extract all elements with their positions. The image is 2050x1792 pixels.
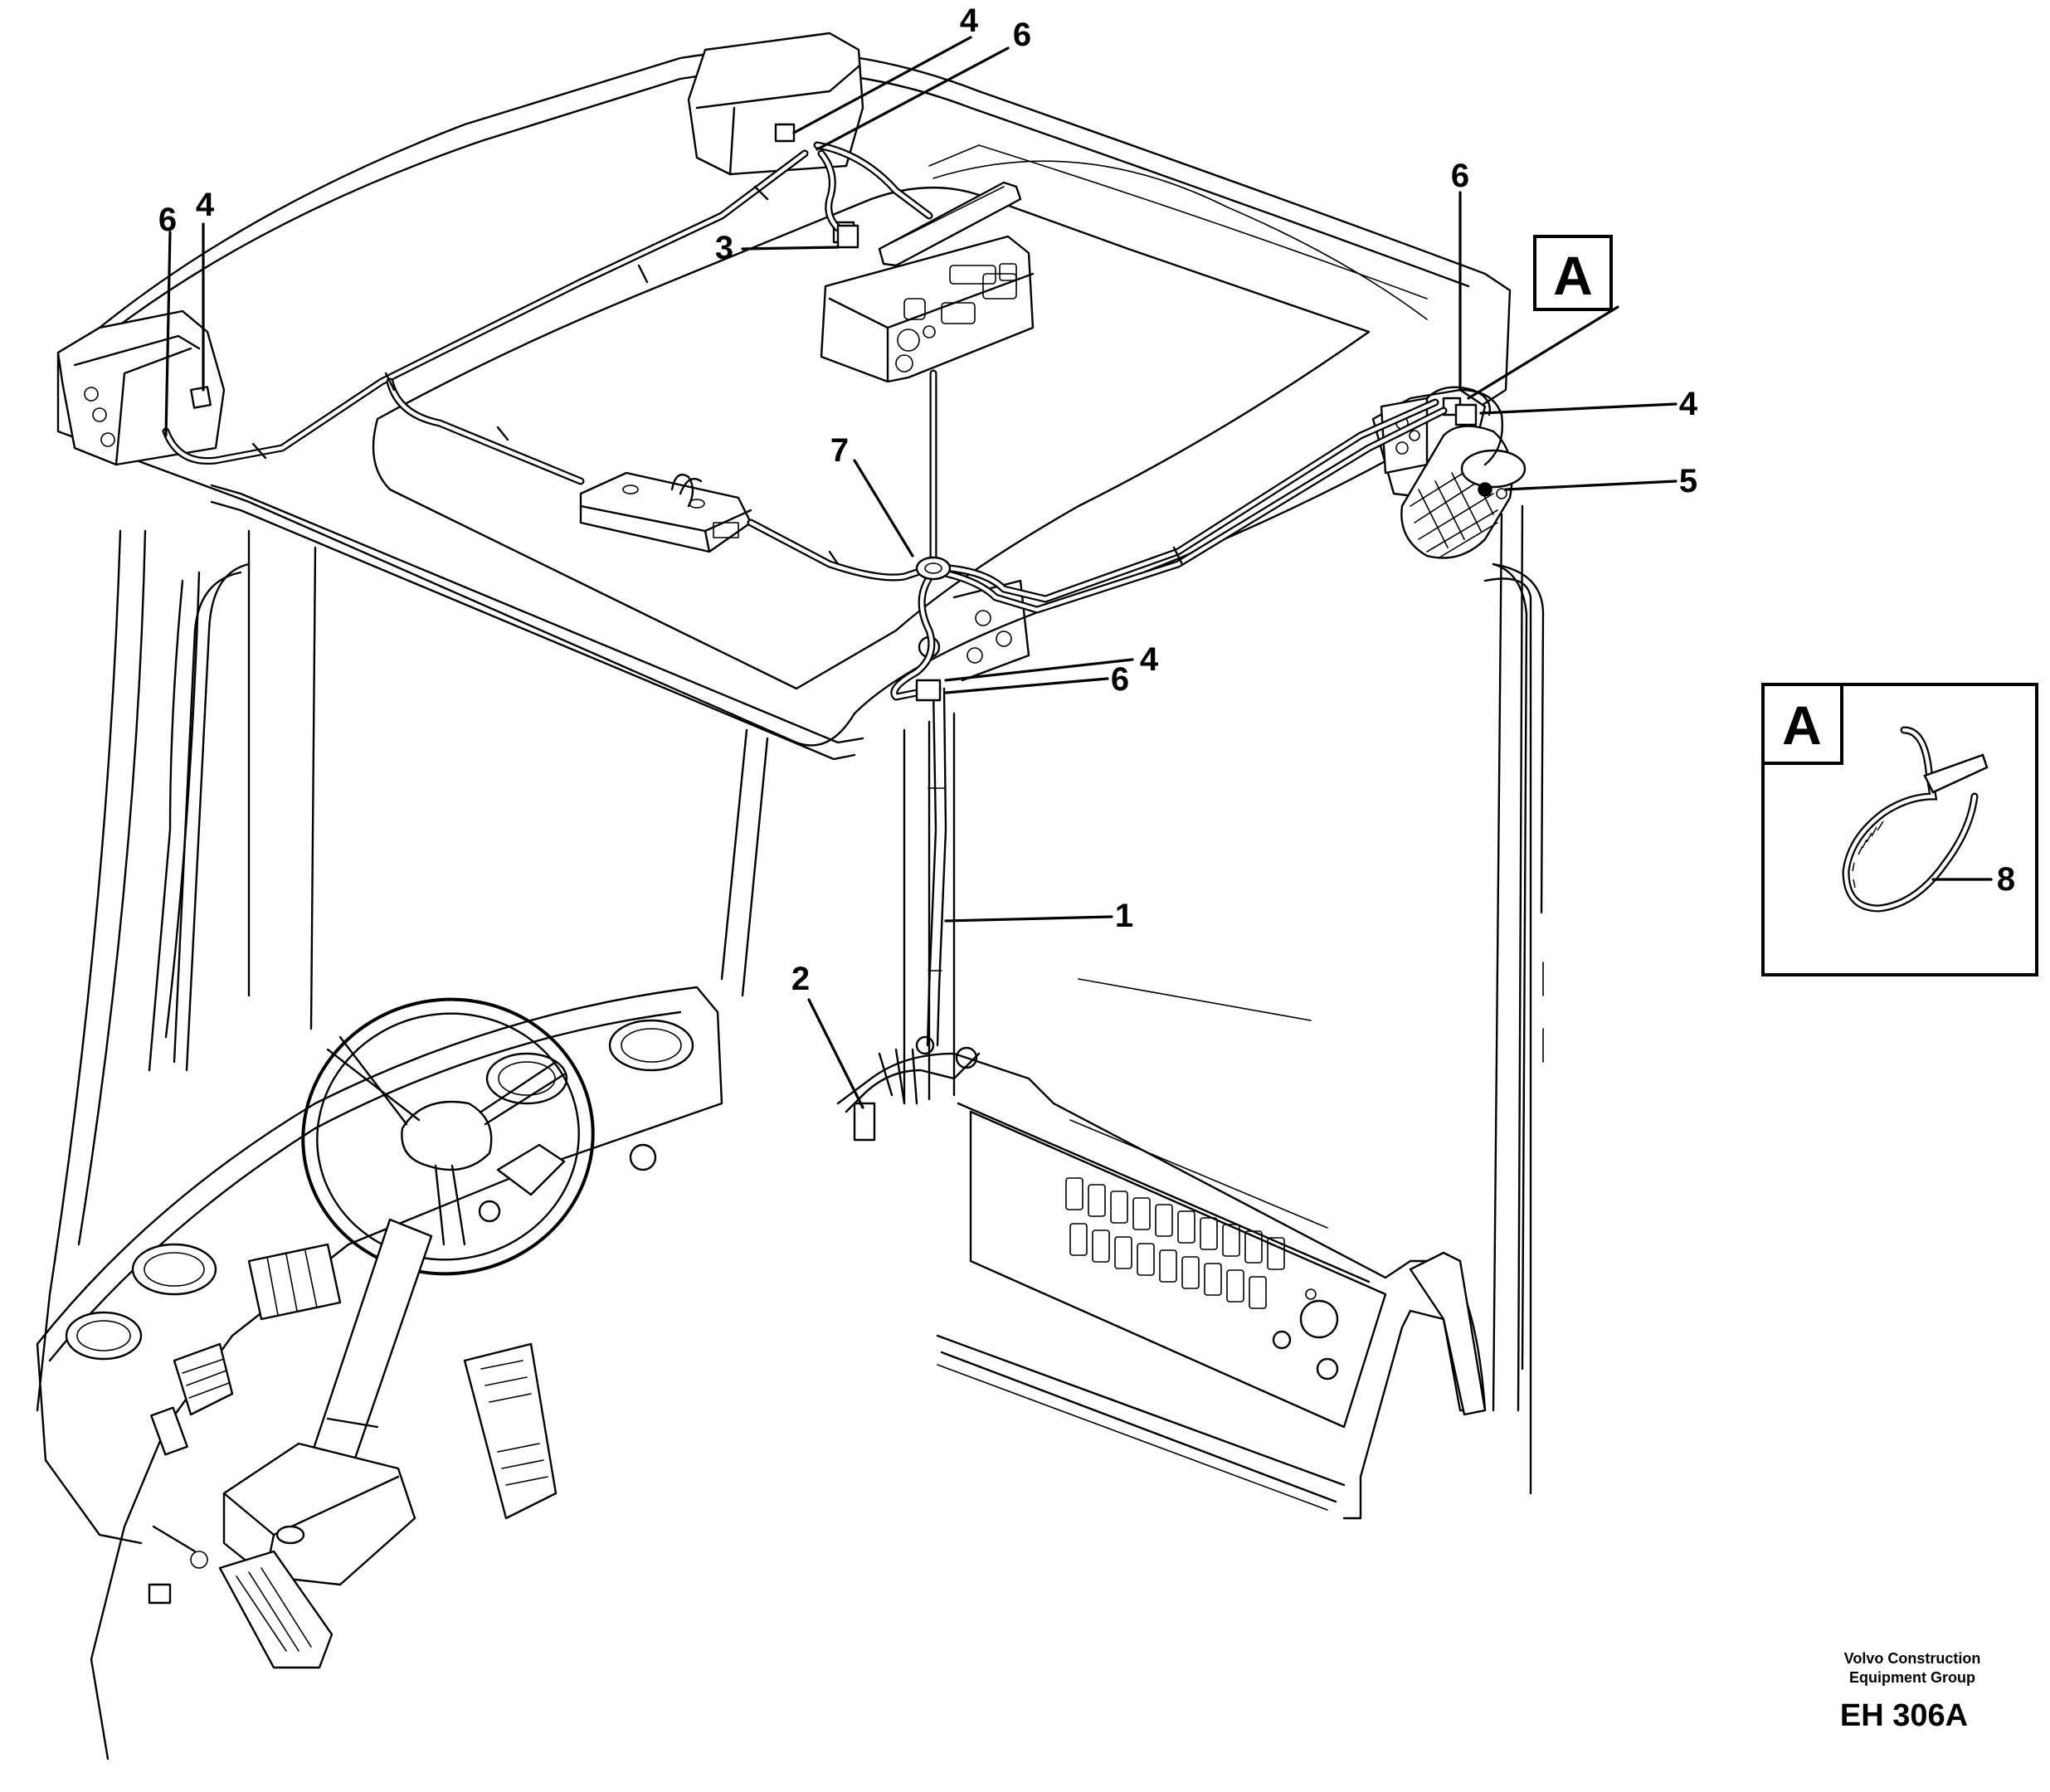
callout-3: 3 [715, 230, 733, 266]
callout-6-left: 6 [158, 202, 177, 238]
leader-lines [164, 36, 1677, 1109]
callout-6-top: 6 [1013, 17, 1031, 53]
callout-1: 1 [1115, 898, 1133, 934]
callout-2: 2 [791, 961, 810, 997]
credit-line-2: Equipment Group [1849, 1669, 1975, 1686]
rear-switch-panel [836, 1052, 1487, 1520]
switch-grid [1065, 1177, 1285, 1309]
detail-box-a: A [1761, 683, 2038, 976]
credit-line-1: Volvo Construction [1844, 1650, 1981, 1667]
cable-tie-icon [1842, 726, 1989, 913]
rear-mount-bracket [1380, 397, 1429, 475]
callout-5: 5 [1679, 463, 1697, 499]
footer-credit: Volvo Construction Equipment Group EH 30… [1840, 1650, 1980, 1733]
callout-4-top: 4 [960, 2, 979, 39]
cab-frame [36, 49, 1545, 1495]
junction-box [579, 471, 752, 553]
wiring-harness [162, 141, 1478, 1047]
callout-6-center: 6 [1111, 661, 1129, 698]
callout-7: 7 [830, 432, 849, 469]
callout-labels: 4 6 6 4 3 7 6 4 5 4 6 1 2 8 [158, 2, 2015, 997]
callout-4-left: 4 [196, 187, 215, 223]
console-connector [845, 1035, 981, 1142]
roof-mount-plate [918, 579, 1030, 682]
callout-6-right: 6 [1451, 158, 1469, 194]
rear-work-light-top [687, 32, 864, 176]
detail-marker-a: A [1533, 235, 1613, 311]
detail-box-letter: A [1782, 694, 1822, 756]
rotating-beacon [1371, 386, 1527, 559]
dashboard [36, 986, 723, 1760]
detail-marker-letter: A [1553, 245, 1593, 306]
front-work-light-left [56, 309, 226, 466]
callout-4-right: 4 [1679, 386, 1698, 422]
figure-id: EH 306A [1840, 1698, 1968, 1733]
callout-4-center: 4 [1140, 641, 1159, 678]
callout-8: 8 [1997, 861, 2015, 898]
